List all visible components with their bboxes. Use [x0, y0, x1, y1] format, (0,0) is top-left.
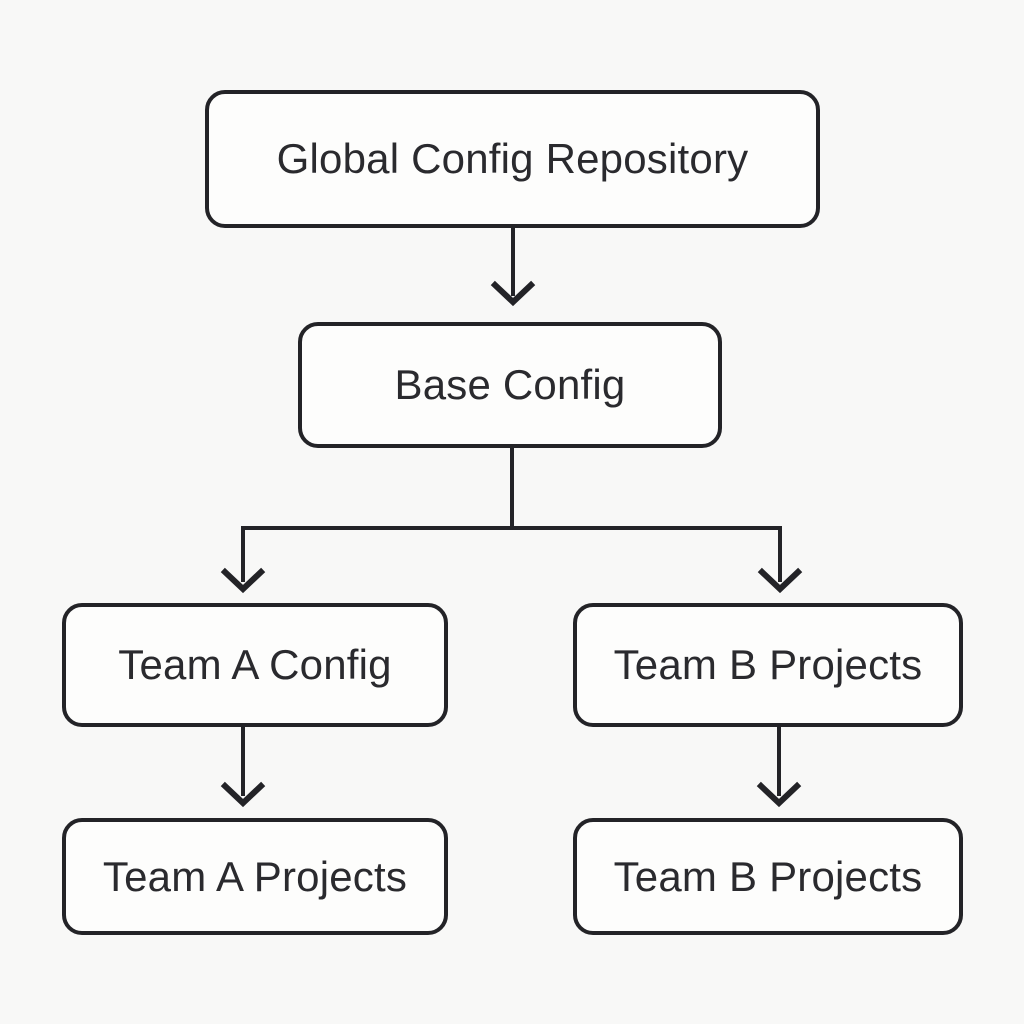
node-team-a-config: Team A Config [62, 603, 448, 727]
edge-team-b-projects-to-projects [756, 727, 802, 808]
node-label: Base Config [394, 361, 626, 408]
edge-base-split [243, 448, 780, 530]
node-global-config-repository: Global Config Repository [205, 90, 820, 228]
node-label: Team B Projects [613, 641, 923, 688]
node-team-b-projects-mid: Team B Projects [573, 603, 963, 727]
edge-team-a-config-to-projects [220, 727, 266, 808]
node-label: Global Config Repository [276, 135, 749, 182]
node-label: Team A Projects [102, 852, 408, 900]
edge-base-to-team-b-projects [757, 526, 803, 594]
edge-global-to-base [490, 228, 536, 307]
node-label: Team A Config [118, 641, 392, 688]
edge-base-to-team-a-config [220, 526, 266, 594]
node-team-b-projects-bottom: Team B Projects [573, 818, 963, 935]
node-team-a-projects: Team A Projects [62, 818, 448, 935]
node-label: Team B Projects [613, 852, 923, 900]
node-base-config: Base Config [298, 322, 722, 448]
